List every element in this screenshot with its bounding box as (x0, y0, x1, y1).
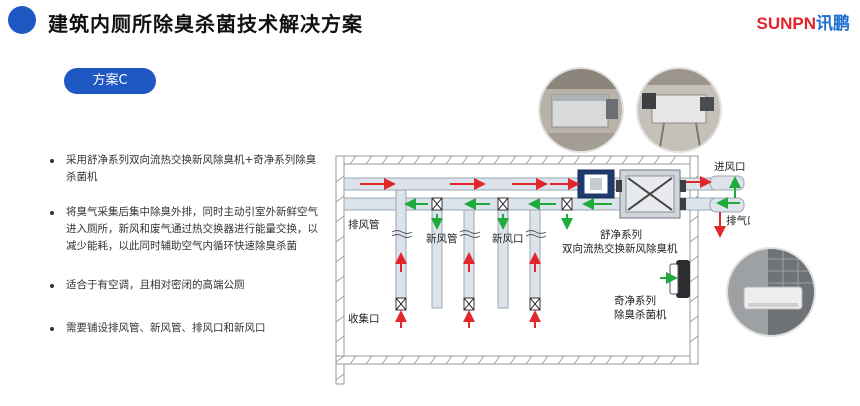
photo-sterilizer (726, 247, 816, 337)
header-dot-icon (8, 6, 36, 34)
label-collector: 收集口 (348, 312, 380, 325)
photo-erv-ceiling (538, 67, 624, 153)
logo-cn: 讯鹏 (816, 14, 850, 33)
label-air-outlet: 排气口 (726, 214, 750, 227)
page-title: 建筑内厕所除臭杀菌技术解决方案 (48, 12, 363, 36)
building-wall (335, 155, 699, 385)
damper-icon (395, 197, 573, 311)
list-item: 采用舒净系列双向流热交换新风除臭机+奇净系列除臭杀菌机 (50, 152, 320, 186)
sterilizer-icon (669, 260, 690, 298)
label-sterilizer-series: 奇净系列 (614, 294, 656, 307)
list-item: 将臭气采集后集中除臭外排，同时主动引室外新鲜空气进入厕所，新风和废气通过热交换器… (50, 204, 320, 255)
list-item: 需要铺设排风管、新风管、排风口和新风口 (50, 320, 320, 337)
label-erv-series: 舒净系列 (600, 228, 642, 241)
photo-erv-installed (636, 67, 722, 153)
label-sterilizer-name: 除臭杀菌机 (614, 308, 667, 321)
label-air-inlet: 进风口 (714, 161, 746, 173)
label-erv-name: 双向流热交换新风除臭机 (562, 242, 678, 255)
feature-list: 采用舒净系列双向流热交换新风除臭机+奇净系列除臭杀菌机 将臭气采集后集中除臭外排… (50, 152, 320, 355)
fan-icon (577, 169, 615, 199)
logo-en: SUNPN (756, 14, 816, 33)
label-fresh-duct: 新风管 (426, 232, 458, 245)
exhaust-drop (395, 189, 407, 309)
fresh-drop (431, 209, 541, 309)
heat-exchanger-icon (616, 169, 686, 219)
brand-logo: SUNPN讯鹏 (756, 9, 850, 34)
ventilation-diagram: 排风管 新风管 新风口 收集口 进风口 排气口 舒净系列 双向流热交换新风除臭机… (335, 155, 750, 385)
plan-badge: 方案C (64, 68, 156, 94)
label-exhaust-duct: 排风管 (348, 218, 380, 231)
list-item: 适合于有空调，且相对密闭的高端公厕 (50, 277, 320, 294)
label-fresh-outlet: 新风口 (492, 232, 524, 245)
